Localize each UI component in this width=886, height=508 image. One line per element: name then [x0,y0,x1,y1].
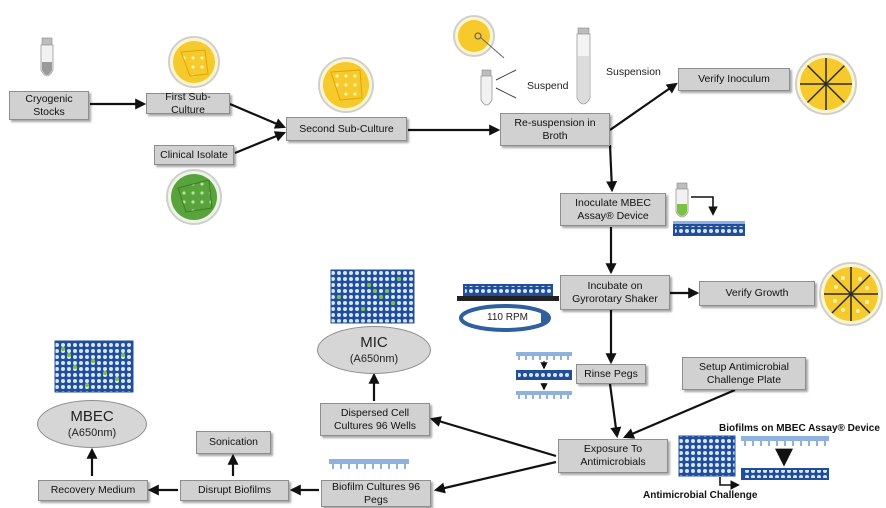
exposure-box: Exposure To Antimicrobials [558,439,668,473]
sonication-box: Sonication [196,431,271,454]
incubate-label: Incubate on Gyrorotary Shaker [572,279,658,305]
dispersed-cells-label: Dispersed Cell Cultures 96 Wells [333,406,417,432]
setup-plate-label: Setup Antimicrobial Challenge Plate [699,360,789,386]
flow-arrows [86,82,736,496]
verify-growth-plate-icon [819,262,883,326]
small-tube-icon [480,69,493,106]
sonication-label: Sonication [208,436,259,448]
biofilm-pegs-icon [329,459,409,469]
suspend-lines [495,69,517,99]
biofilm-cultures-label: Biofilm Cultures 96 Pegs [331,480,421,506]
cryogenic-stocks-label: Cryogenic Stocks [25,92,73,118]
verify-inoculum-label: Verify Inoculum [698,73,770,85]
arrow-resuspension-to-inoculate [606,144,618,193]
first-subculture-label: First Sub-Culture [165,90,211,116]
cryogenic-tube-icon [40,37,54,77]
clinical-isolate-box: Clinical Isolate [154,145,234,165]
disrupt-biofilms-label: Disrupt Biofilms [198,484,271,496]
incubate-box: Incubate on Gyrorotary Shaker [560,275,670,310]
arrow-clinical-to-second [234,131,287,155]
suspend-plate-icon [453,15,505,59]
biofilm-cultures-box: Biofilm Cultures 96 Pegs [321,480,431,507]
rinse-pegs-label: Rinse Pegs [584,367,638,380]
arrow-exposure-to-biofilm [433,460,557,494]
mbec-plate-icon [54,340,134,393]
inoculate-mbec-box: Inoculate MBEC Assay® Device [560,193,666,226]
resuspension-box: Re-suspension in Broth [500,113,610,146]
arrow-rinse-to-exposure [608,383,622,439]
inoculate-plate-icon [673,221,745,236]
verify-inoculum-plate-icon [795,53,857,115]
rinse-pegs-icon [516,352,572,399]
rinse-pegs-box: Rinse Pegs [576,364,646,384]
arrow-setup-to-exposure [622,388,736,439]
arrow-first-to-second [229,102,287,129]
biofilms-on-device-label: Biofilms on MBEC Assay® Device [719,423,880,434]
shaker-platform-icon [457,284,559,301]
first-subculture-box: First Sub-Culture [146,90,230,116]
antimicrobial-challenge-label: Antimicrobial Challenge [643,490,758,501]
verify-growth-box: Verify Growth [699,281,815,306]
arrow-resuspension-to-verify-inoculum [609,82,678,131]
challenge-plate-icon [678,435,736,477]
clinical-isolate-label: Clinical Isolate [160,148,228,161]
mic-subtitle: (A650nm) [349,353,399,365]
mic-title: MIC [360,334,388,351]
inoculate-mbec-label: Inoculate MBEC Assay® Device [575,196,651,222]
recovery-medium-box: Recovery Medium [38,480,148,501]
peg-lid-icon [741,436,829,480]
exposure-label: Exposure To Antimicrobials [580,443,646,468]
clinical-isolate-plate-icon [166,169,222,225]
first-subculture-plate-icon [168,36,220,88]
suspend-label: Suspend [527,80,569,92]
inoculate-tube-icon [675,182,718,218]
verify-growth-label: Verify Growth [725,287,789,299]
rpm-label: 110 RPM [487,312,528,323]
challenge-bracket [719,477,740,490]
recovery-medium-label: Recovery Medium [50,484,136,496]
mbec-subtitle: (A650nm) [67,427,117,439]
dispersed-cells-box: Dispersed Cell Cultures 96 Wells [320,403,430,436]
setup-plate-box: Setup Antimicrobial Challenge Plate [682,357,806,390]
mic-plate-icon [330,269,415,324]
mic-ellipse: MIC (A650nm) [317,326,431,374]
mbec-ellipse: MBEC (A650nm) [37,400,147,448]
suspension-label: Suspension [606,66,661,78]
second-subculture-box: Second Sub-Culture [286,117,407,141]
suspension-tube-icon [576,27,591,105]
verify-inoculum-box: Verify Inoculum [678,68,790,91]
mbec-title: MBEC [70,408,114,425]
disrupt-biofilms-box: Disrupt Biofilms [180,480,289,501]
second-subculture-plate-icon [318,57,374,113]
arrow-exposure-to-dispersed [429,416,557,458]
resuspension-label: Re-suspension in Broth [514,116,596,142]
second-subculture-label: Second Sub-Culture [299,122,394,135]
cryogenic-stocks-box: Cryogenic Stocks [9,91,89,120]
rotation-arrow-icon [459,304,551,332]
